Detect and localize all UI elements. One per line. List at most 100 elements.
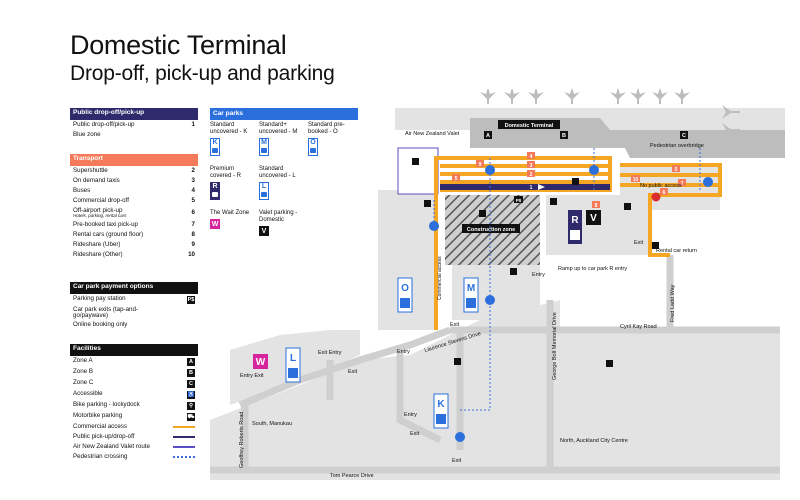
legend-row: Motorbike parking⛟	[70, 411, 198, 422]
south-manukau-label: South, Manukau	[252, 421, 292, 427]
stop-marker	[660, 188, 668, 195]
plane-icon	[504, 88, 520, 104]
pedestrian-crossings	[433, 148, 701, 411]
legend-label: Commercial access	[73, 422, 127, 430]
carpark-name: Standard pre-booked - O	[308, 122, 345, 135]
pay-station-text: P$	[516, 198, 522, 203]
exit-label: Exit	[452, 458, 462, 464]
accessible-black-icon	[454, 358, 461, 365]
pay-station-icon: P$	[187, 295, 195, 304]
carpark-code: V	[261, 227, 267, 235]
accessible-black-icon	[624, 203, 631, 210]
legend-row: Supershuttle 2	[70, 166, 198, 176]
car-icon	[466, 298, 476, 308]
carpark-code: O	[310, 138, 316, 146]
stop-number: 5	[455, 176, 458, 182]
carpark-name: Premium covered - R	[210, 166, 242, 179]
stop-markers: 9 4 3 2 5 1 10 5 7 6 8	[452, 152, 686, 209]
george-bolt-label: George Bolt Memorial Drive	[552, 312, 558, 380]
legend-label: Air New Zealand Valet route	[73, 442, 150, 450]
legend-payment: Car park payment options Parking pay sta…	[70, 282, 198, 330]
legend-number: 7	[191, 220, 195, 228]
map-labels: Air New Zealand Valet Pedestrian overbri…	[239, 131, 704, 479]
accessible-black-icon	[572, 178, 579, 185]
legend-facilities-header: Facilities	[70, 344, 198, 356]
legend-number: 9	[191, 240, 195, 248]
legend-number: 10	[188, 250, 195, 258]
zone-b-icon: B	[187, 368, 195, 377]
fred-ladd-label: Fred Ladd Way	[670, 284, 676, 322]
legend-row: Public pick-up/drop-off	[70, 432, 198, 442]
legend-number: 3	[191, 176, 195, 184]
legend-public-header: Public drop-off/pick-up	[70, 108, 198, 120]
legend-number: 2	[191, 166, 195, 174]
carpark-code: W	[211, 220, 219, 228]
legend-label: Car park exits (tap-and-go/paywave)	[73, 305, 138, 319]
legend-label: Pre-booked taxi pick-up	[73, 220, 139, 228]
stop-marker	[527, 184, 535, 190]
legend-label: Zone C	[73, 379, 94, 387]
legend-label: Rental cars (ground floor)	[73, 230, 144, 238]
exit-label: Exit	[634, 240, 644, 246]
stop-number: 10	[633, 177, 639, 183]
car-icon	[400, 298, 410, 308]
exit-label: Exit	[450, 322, 460, 328]
entry-label: Entry	[397, 349, 410, 355]
legend-row: Blue zone	[70, 130, 198, 140]
valet-icon: V	[259, 225, 269, 236]
carpark-name: Standard uncovered - L	[259, 166, 296, 179]
carpark-o-icon: O	[308, 137, 318, 156]
legend-label: On demand taxis	[73, 176, 120, 184]
legend-label: Motorbike parking	[73, 412, 123, 420]
carpark-name: The Wait Zone	[210, 210, 250, 216]
legend-label: Supershuttle	[73, 166, 108, 174]
carpark-m-map-code: M	[467, 283, 475, 294]
accessible-icon	[703, 177, 713, 187]
legend-number: 8	[191, 230, 195, 238]
plane-icon	[610, 88, 626, 104]
exit-label: Exit	[348, 369, 358, 375]
overbridge-label: Pedestrian overbridge	[650, 143, 704, 149]
plane-icon	[528, 88, 544, 104]
legend-number: 6	[191, 208, 195, 216]
plane-icon	[652, 88, 668, 104]
zone-a-marker	[484, 131, 492, 139]
cyril-kay-label: Cyril Kay Road	[620, 324, 657, 330]
valet-map-icon	[586, 210, 601, 225]
plane-icon	[480, 88, 496, 104]
carpark-l-map-code: L	[290, 353, 296, 364]
no-public-access-label: No public access	[640, 183, 682, 189]
plane-icon	[630, 88, 646, 104]
bike-parking-icon: ⚲	[187, 401, 195, 410]
car-icon	[570, 230, 580, 240]
legend-number: 4	[191, 186, 195, 194]
legend-label: Rideshare (Other)	[73, 250, 123, 258]
terminal-label-box	[498, 120, 560, 129]
entry-exit-label: Entry Exit	[240, 373, 264, 379]
wait-zone-map-code: W	[256, 357, 266, 368]
stop-marker	[527, 170, 535, 177]
legend-label: Public pick-up/drop-off	[73, 432, 135, 440]
legend-carparks-header: Car parks	[210, 108, 358, 120]
stop-marker	[527, 152, 535, 159]
plane-icon	[564, 88, 580, 104]
bike-parking-icon	[424, 200, 431, 207]
motorbike-icon	[606, 360, 613, 367]
geoffrey-roberts-label: Geoffrey Roberts Road	[239, 412, 245, 468]
legend-carparks: Car parks	[210, 108, 358, 120]
wait-zone-icon: W	[210, 218, 220, 229]
stop-marker	[592, 201, 600, 208]
accessible-icon	[455, 432, 465, 442]
legend-row: Pre-booked taxi pick-up 7	[70, 220, 198, 230]
public-pickup-line-icon	[173, 436, 195, 438]
car-icon	[288, 368, 298, 378]
zone-c-marker	[680, 131, 688, 139]
valet-label-line1: Air New Zealand Valet	[405, 131, 460, 137]
stop-marker	[476, 160, 484, 167]
